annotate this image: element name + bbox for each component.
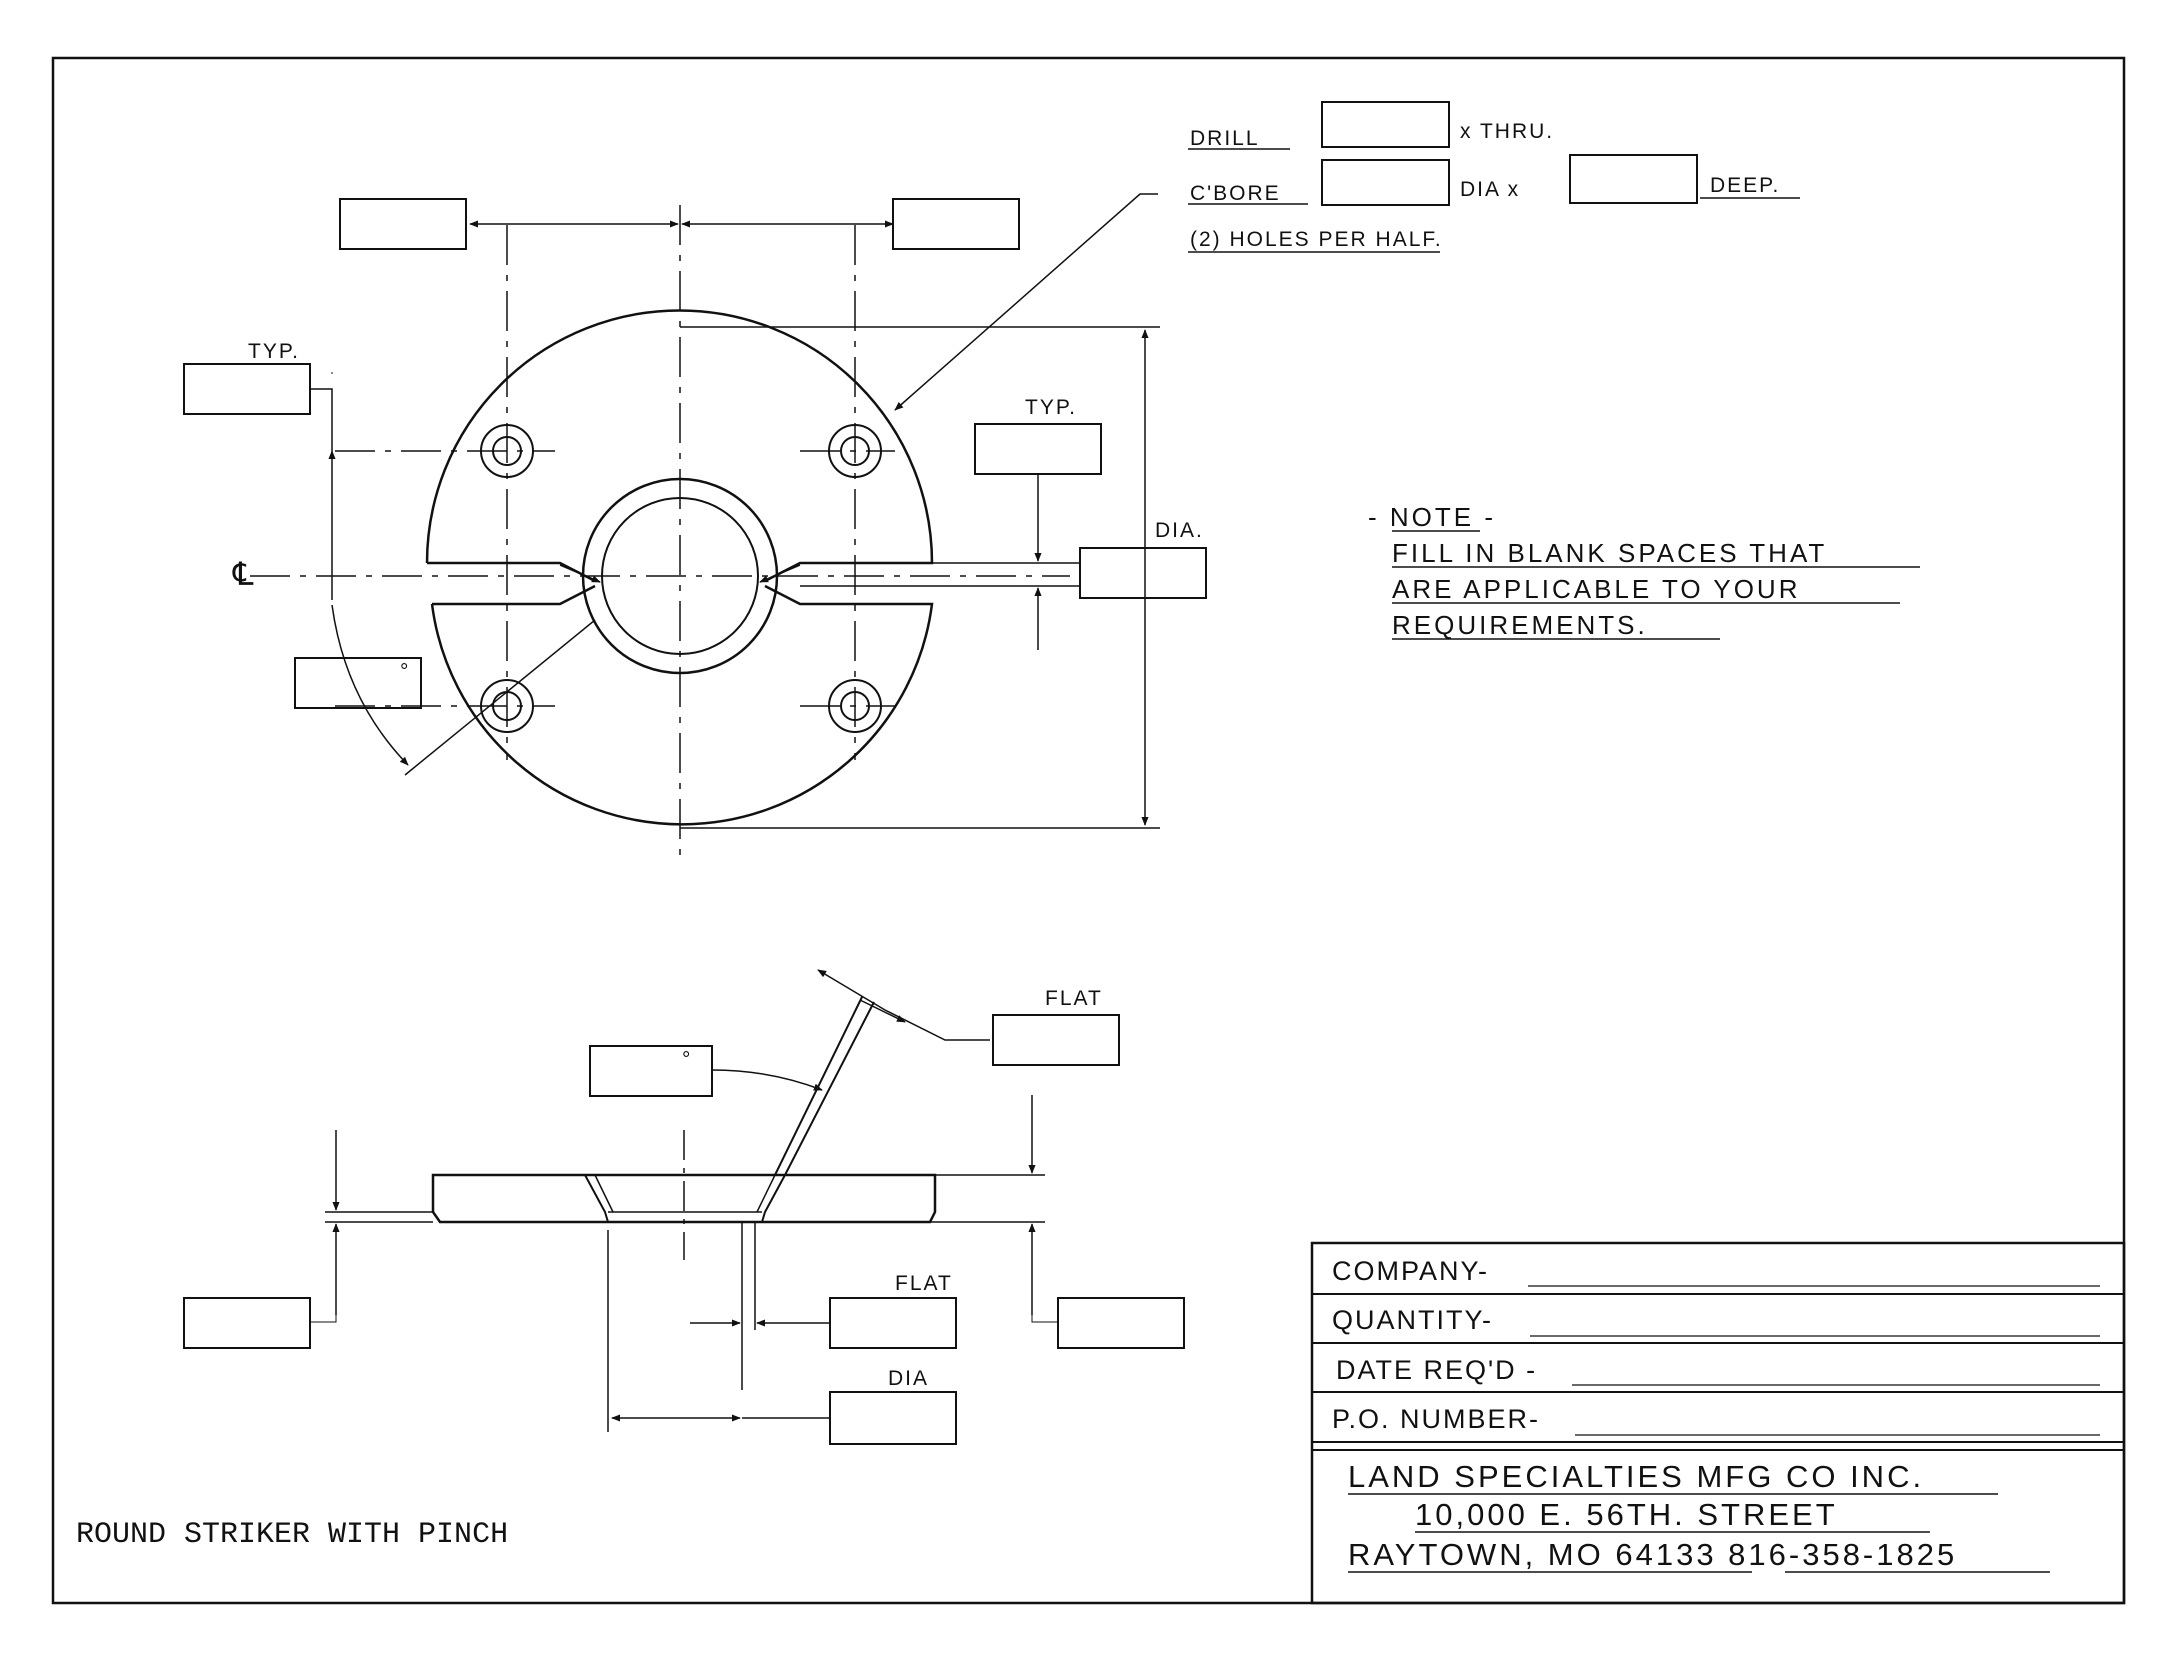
note-line-1: FILL IN BLANK SPACES THAT: [1392, 538, 1827, 568]
po-number-field-label: P.O. NUMBER-: [1332, 1404, 1540, 1434]
company-field-label: COMPANY-: [1332, 1256, 1489, 1286]
slot-width-typ-box[interactable]: [974, 423, 1102, 475]
company-city-phone: RAYTOWN, MO 64133 816-358-1825: [1348, 1537, 1957, 1572]
outer-dia-box[interactable]: [1079, 547, 1207, 599]
mounting-holes: [480, 424, 882, 733]
angle-degree-top: °: [400, 660, 410, 683]
sheet-border: [51, 56, 2126, 1605]
thru-label: x THRU.: [1460, 120, 1554, 143]
centerlines: [250, 205, 1070, 860]
dia-x-label: DIA x: [1460, 178, 1520, 201]
deep-label: DEEP.: [1710, 174, 1780, 197]
note-block: - NOTE - FILL IN BLANK SPACES THAT ARE A…: [1368, 502, 1920, 640]
cbore-depth-box[interactable]: [1569, 154, 1698, 204]
note-heading: - NOTE -: [1368, 502, 1496, 532]
drill-size-box[interactable]: [1321, 101, 1450, 148]
typ-label-right: TYP.: [1025, 396, 1077, 419]
company-name: LAND SPECIALTIES MFG CO INC.: [1348, 1459, 1924, 1494]
tab-flat-box[interactable]: [992, 1014, 1120, 1066]
top-view: [250, 193, 1160, 860]
date-reqd-field-label: DATE REQ'D -: [1336, 1355, 1537, 1385]
note-line-3: REQUIREMENTS.: [1392, 610, 1648, 640]
note-line-2: ARE APPLICABLE TO YOUR: [1392, 574, 1800, 604]
height-box[interactable]: [1057, 1297, 1185, 1349]
dia-label-lower: DIA: [888, 1367, 929, 1390]
drill-label: DRILL: [1190, 127, 1260, 150]
company-address: 10,000 E. 56TH. STREET: [1415, 1497, 1838, 1532]
angle-degree-side: °: [682, 1048, 692, 1071]
cbore-label: C'BORE: [1190, 182, 1281, 205]
holes-per-half-label: (2) HOLES PER HALF.: [1190, 228, 1443, 251]
dia-label-upper: DIA.: [1155, 519, 1204, 542]
bend-angle-box[interactable]: [589, 1045, 713, 1097]
flat-label-top: FLAT: [1045, 987, 1103, 1010]
quantity-field-label: QUANTITY-: [1332, 1305, 1493, 1335]
hole-spacing-right-box[interactable]: [892, 198, 1020, 250]
typ-label-left: TYP.: [248, 340, 300, 363]
slot-angle-box[interactable]: [294, 657, 422, 709]
inner-dia-box[interactable]: [829, 1391, 957, 1445]
centerline-symbol: ℄: [232, 556, 256, 592]
bottom-flat-box[interactable]: [829, 1297, 957, 1349]
thickness-box[interactable]: [183, 1297, 311, 1349]
drawing-title: ROUND STRIKER WITH PINCH: [76, 1518, 508, 1552]
title-block: [1310, 1241, 2126, 1605]
cbore-dia-box[interactable]: [1321, 159, 1450, 206]
drill-callout: DRILL x THRU. C'BORE DIA x DEEP. (2) HOL…: [1188, 101, 1800, 253]
hole-spacing-left-box[interactable]: [339, 198, 467, 250]
hole-offset-typ-box[interactable]: [183, 363, 311, 415]
dimension-boxes-side: [183, 1014, 1185, 1445]
dimension-boxes-top: [183, 198, 1207, 709]
flat-label-bottom: FLAT: [895, 1272, 953, 1295]
side-view: [310, 969, 1058, 1432]
